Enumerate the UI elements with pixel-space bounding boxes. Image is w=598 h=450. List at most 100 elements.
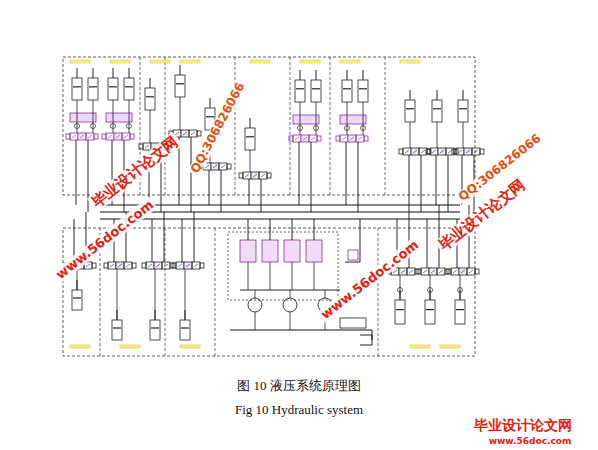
hydraulic-line xyxy=(129,100,130,133)
tag-mark xyxy=(440,345,460,348)
hydraulic-line xyxy=(248,219,249,240)
hydraulic-line xyxy=(124,135,128,138)
watermark: QQ:306826066 xyxy=(188,79,249,177)
hydraulic-line xyxy=(215,228,216,356)
valve-cell xyxy=(340,135,348,142)
hydraulic-line xyxy=(113,327,121,328)
hydraulic-line xyxy=(456,309,464,310)
hydraulic-line xyxy=(378,228,379,356)
hydraulic-line xyxy=(76,140,77,205)
hydraulic-line xyxy=(300,102,301,135)
hydraulic-line xyxy=(405,150,409,153)
throttle-symbol xyxy=(340,115,366,124)
hydraulic-line xyxy=(439,270,443,273)
solenoid-symbol xyxy=(102,134,106,139)
hydraulic-line xyxy=(466,150,470,153)
throttle-symbol xyxy=(70,113,96,122)
solenoid-symbol xyxy=(475,269,479,274)
valve-cell xyxy=(116,262,124,269)
valve-cell xyxy=(429,268,437,275)
hydraulic-line xyxy=(164,264,168,267)
hydraulic-line xyxy=(303,137,307,140)
hydraulic-line xyxy=(148,264,152,267)
valve-cell xyxy=(467,268,475,275)
hydraulic-line xyxy=(77,269,78,290)
hydraulic-line xyxy=(270,219,271,240)
valve-cell xyxy=(162,262,170,269)
valve-cell xyxy=(154,262,162,269)
hydraulic-line xyxy=(433,108,441,109)
hydraulic-line xyxy=(311,137,315,140)
hydraulic-line xyxy=(221,170,222,212)
hydraulic-line xyxy=(469,270,473,273)
hydraulic-line xyxy=(292,219,293,240)
hydraulic-line xyxy=(410,122,411,148)
hydraulic-line xyxy=(248,262,249,290)
hydraulic-line xyxy=(178,264,182,267)
solenoid-symbol xyxy=(239,173,243,178)
tag-mark xyxy=(150,60,170,63)
solenoid-symbol xyxy=(94,134,98,139)
hydraulic-line xyxy=(432,150,436,153)
hydraulic-line xyxy=(474,150,478,153)
hydraulic-line xyxy=(180,97,181,130)
watermark: 毕业设计论文网 xyxy=(472,418,574,433)
hydraulic-line xyxy=(150,78,151,88)
valve-cell xyxy=(293,135,301,142)
hydraulic-line xyxy=(299,142,300,205)
watermark: www.56doc.com xyxy=(487,437,574,447)
figure-caption-en: Fig 10 Hydraulic system xyxy=(235,403,363,417)
hydraulic-line xyxy=(89,86,97,87)
hydraulic-line xyxy=(129,68,130,78)
cylinder-symbol xyxy=(150,320,160,340)
solenoid-symbol xyxy=(417,269,421,274)
cylinder-symbol xyxy=(108,78,118,100)
cylinder-symbol xyxy=(458,100,468,122)
valve-cell xyxy=(421,268,429,275)
valve-cell xyxy=(309,135,317,142)
valve-cell xyxy=(146,262,154,269)
hydraulic-line xyxy=(440,150,444,153)
solenoid-symbol xyxy=(289,136,293,141)
valve-cell xyxy=(407,268,415,275)
hydraulic-line xyxy=(230,330,372,340)
hydraulic-line xyxy=(311,142,312,212)
hydraulic-line xyxy=(290,312,291,330)
hydraulic-line xyxy=(194,264,198,267)
hydraulic-line xyxy=(185,269,186,320)
hydraulic-line xyxy=(180,65,181,75)
hydraulic-line xyxy=(93,100,94,133)
valve-cell xyxy=(456,148,464,155)
hydraulic-line xyxy=(72,135,76,138)
valve-cell xyxy=(211,163,219,170)
cylinder-symbol xyxy=(358,80,368,102)
cylinder-symbol xyxy=(342,80,352,102)
hydraulic-line xyxy=(152,219,153,262)
hydraulic-line xyxy=(261,179,262,212)
solenoid-symbol xyxy=(364,136,368,141)
hydraulic-line xyxy=(448,150,452,153)
valve-cell xyxy=(184,262,192,269)
hydraulic-line xyxy=(86,264,90,267)
hydraulic-line xyxy=(235,57,236,195)
valve-cell xyxy=(438,148,446,155)
hydraulic-line xyxy=(113,100,114,133)
valve-cell xyxy=(464,148,472,155)
valve-cell xyxy=(176,262,184,269)
hydraulic-line xyxy=(463,122,464,148)
hydraulic-line xyxy=(73,86,81,87)
valve-cell xyxy=(472,148,480,155)
hydraulic-line xyxy=(146,96,154,97)
valve-cell xyxy=(70,133,78,140)
hydraulic-line xyxy=(255,312,256,330)
hydraulic-line xyxy=(358,137,362,140)
hydraulic-line xyxy=(345,219,360,262)
hydraulic-line xyxy=(150,110,151,143)
hydraulic-line xyxy=(194,212,195,262)
hydraulic-line xyxy=(80,135,84,138)
hydraulic-line xyxy=(164,212,165,262)
valve-cell xyxy=(181,130,189,137)
hydraulic-line xyxy=(396,309,404,310)
valve-cell xyxy=(348,135,356,142)
valve-cell xyxy=(459,268,467,275)
